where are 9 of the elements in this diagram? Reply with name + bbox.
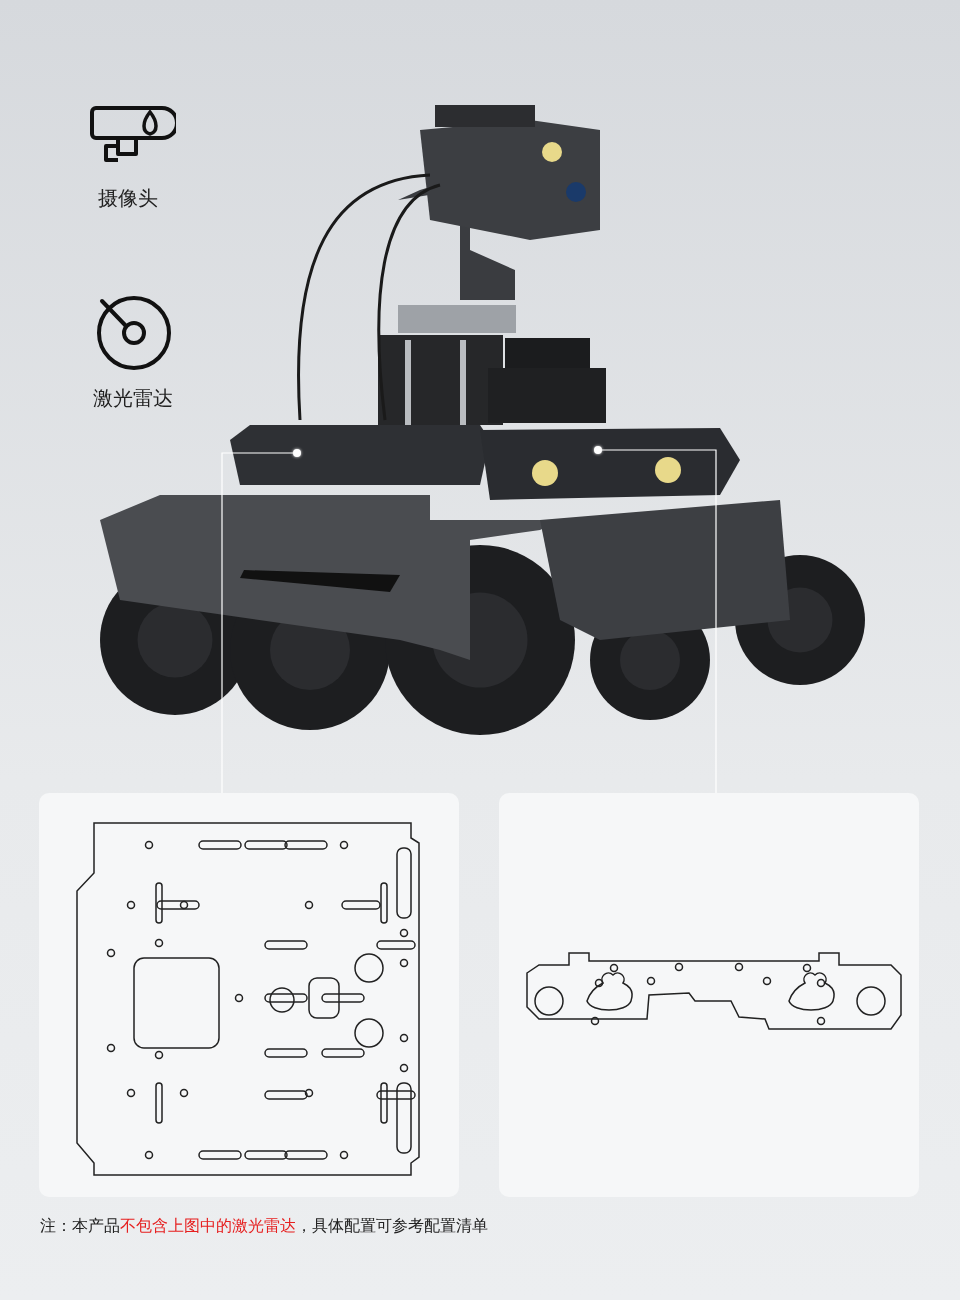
marker-dot [594,446,602,454]
leader-line [601,449,717,794]
marker-dot [293,449,301,457]
icon-caption: 摄像头 [97,186,159,211]
card-background [499,793,919,1197]
leader-line [221,452,294,794]
card-background [39,793,459,1197]
icon-caption: 激光雷达 [92,386,174,411]
note-text: 注：本产品不包含上图中的激光雷达，具体配置可参考配置清单 [40,1216,488,1236]
